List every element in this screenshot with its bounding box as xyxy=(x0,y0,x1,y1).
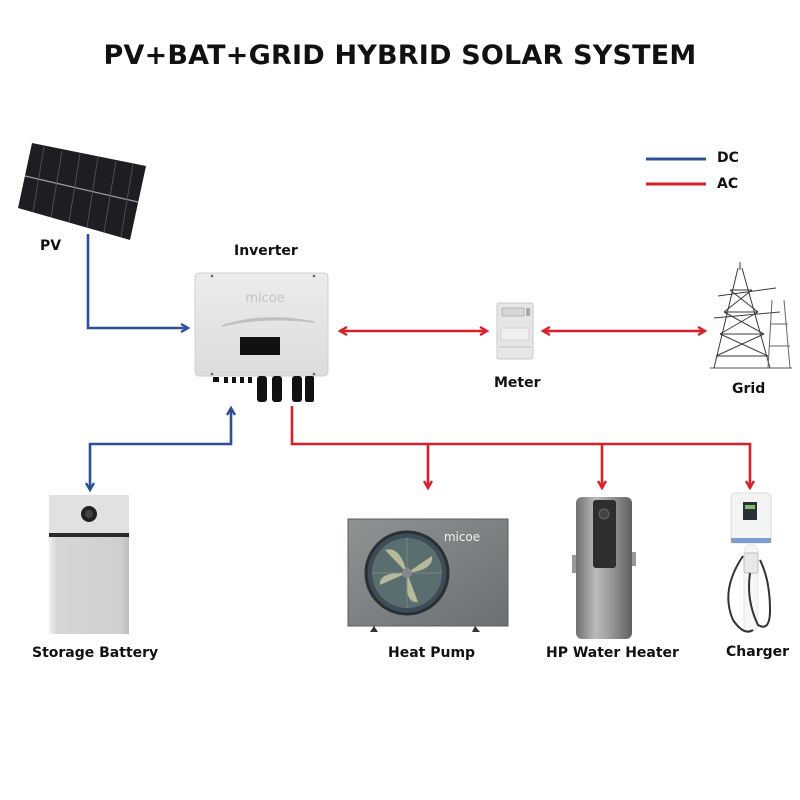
grid-tower-icon xyxy=(710,262,792,369)
inverter-icon: micoe xyxy=(194,272,329,402)
meter-label: Meter xyxy=(494,375,541,391)
pv-panel-icon xyxy=(18,143,146,240)
inverter-brand: micoe xyxy=(245,291,284,306)
pv-to-inverter-dc-line xyxy=(86,234,188,328)
water-heater-label: HP Water Heater xyxy=(546,645,679,661)
battery-inverter-dc-line xyxy=(90,408,231,490)
diagram-title: PV+BAT+GRID HYBRID SOLAR SYSTEM xyxy=(103,40,697,71)
legend-dc-label: DC xyxy=(717,150,739,166)
pv-label: PV xyxy=(40,238,62,254)
grid-label: Grid xyxy=(732,381,766,397)
storage-battery-label: Storage Battery xyxy=(32,645,159,661)
heat-pump-label: Heat Pump xyxy=(388,645,476,661)
storage-battery-icon xyxy=(49,495,129,634)
meter-icon xyxy=(496,302,534,360)
water-heater-icon xyxy=(572,497,636,639)
inverter-loads-ac-bus xyxy=(290,406,750,488)
heat-pump-icon: micoe xyxy=(347,518,509,632)
legend-ac-label: AC xyxy=(717,176,739,192)
charger-label: Charger xyxy=(726,644,790,660)
ev-charger-icon xyxy=(727,492,772,633)
heat-pump-brand: micoe xyxy=(444,530,480,544)
inverter-label: Inverter xyxy=(234,243,298,259)
